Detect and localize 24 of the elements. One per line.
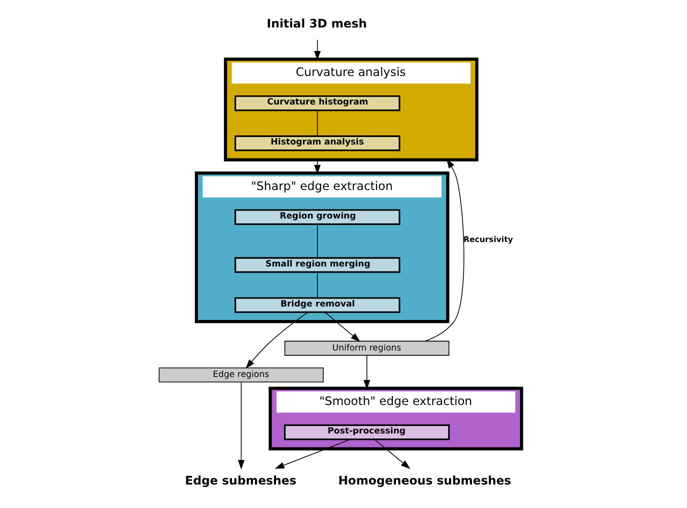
node-text: Edge submeshes <box>185 473 296 488</box>
arrow <box>246 312 308 369</box>
node-text: Homogeneous submeshes <box>338 473 512 488</box>
arrow <box>238 382 245 470</box>
arrow <box>374 439 410 469</box>
node-box: Histogram analysis <box>234 135 400 152</box>
edge-label: Recursivity <box>463 235 513 244</box>
connector <box>317 110 318 136</box>
connector <box>317 224 318 258</box>
arrow <box>314 39 321 60</box>
arrow <box>424 158 464 342</box>
node-text: Initial 3D mesh <box>266 16 367 30</box>
node-box: Small region merging <box>234 257 400 273</box>
node-box: Post-processing <box>284 424 450 440</box>
node-box: Edge regions <box>158 367 324 382</box>
arrow <box>314 159 321 174</box>
node-box: Curvature histogram <box>234 95 400 112</box>
connector <box>317 272 318 298</box>
arrow <box>324 312 360 342</box>
node-box: Bridge removal <box>234 297 400 313</box>
node-box: Uniform regions <box>284 340 450 356</box>
node-box: Region growing <box>234 209 400 225</box>
arrow <box>364 355 370 390</box>
arrow <box>274 439 351 469</box>
